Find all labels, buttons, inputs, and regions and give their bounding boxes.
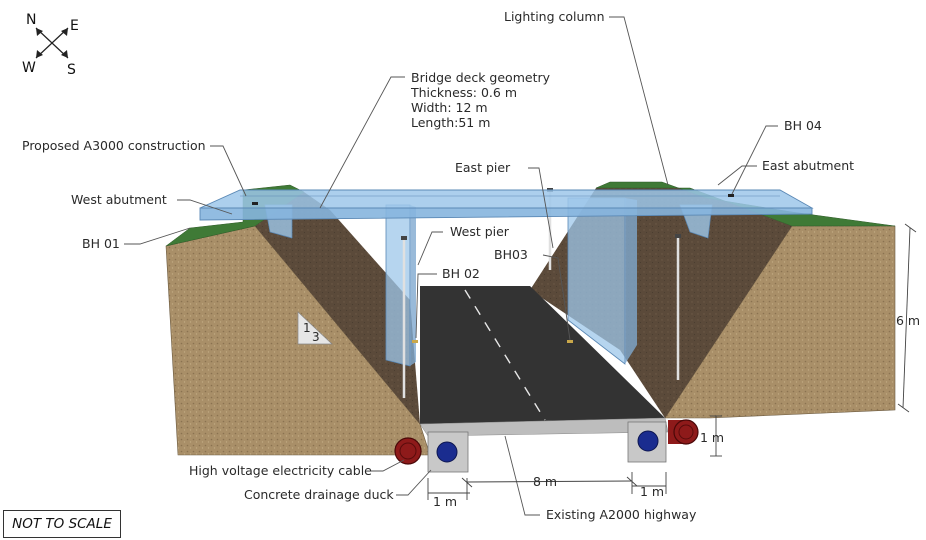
dim-label-8m: 8 m xyxy=(533,474,557,489)
label-bh02: BH 02 xyxy=(442,266,480,281)
existing-highway-surface xyxy=(420,286,665,424)
not-to-scale-note: NOT TO SCALE xyxy=(3,510,121,538)
compass-e: E xyxy=(70,18,79,34)
borehole-markers xyxy=(252,194,734,343)
label-lighting-column: Lighting column xyxy=(504,9,605,24)
east-hv-cable xyxy=(668,419,699,445)
compass-n: N xyxy=(26,12,36,28)
leader-lines xyxy=(124,16,778,516)
highway-centre-line xyxy=(464,289,546,421)
label-deck-width: Width: 12 m xyxy=(411,100,488,115)
label-deck-length: Length:51 m xyxy=(411,115,490,130)
slope-ratio-triangle: 1 3 xyxy=(297,311,333,345)
west-pier xyxy=(385,204,416,367)
label-deck-title: Bridge deck geometry xyxy=(411,70,551,85)
west-hv-cable xyxy=(394,437,422,465)
label-proposed-construction: Proposed A3000 construction xyxy=(22,138,206,153)
east-pier xyxy=(567,197,637,365)
label-east-abutment: East abutment xyxy=(762,158,854,173)
east-drainage-duct xyxy=(627,421,667,463)
slope-ratio-run: 3 xyxy=(312,330,320,344)
bridge-deck xyxy=(199,189,814,221)
dimension-lines xyxy=(427,223,917,500)
label-drainage-duct: Concrete drainage duck xyxy=(244,487,394,502)
label-bh01: BH 01 xyxy=(82,236,120,251)
label-bh04: BH 04 xyxy=(784,118,822,133)
label-hv-cable: High voltage electricity cable xyxy=(189,463,372,478)
west-embankment-slope xyxy=(255,192,420,424)
label-bh03: BH03 xyxy=(494,247,528,262)
dim-label-left-duct-1m: 1 m xyxy=(433,494,457,509)
label-west-pier: West pier xyxy=(450,224,510,239)
label-east-pier: East pier xyxy=(455,160,511,175)
dim-label-6m: 6 m xyxy=(896,313,920,328)
west-drainage-duct xyxy=(427,431,469,473)
label-existing-highway: Existing A2000 highway xyxy=(546,507,697,522)
compass-w: W xyxy=(22,60,36,76)
dim-label-pipe-depth-1m: 1 m xyxy=(700,430,724,445)
compass-s: S xyxy=(67,62,76,78)
annotation-labels: Lighting column Bridge deck geometry Thi… xyxy=(22,9,920,522)
dim-label-right-duct-1m: 1 m xyxy=(640,484,664,499)
compass: N E W S xyxy=(22,12,79,78)
label-west-abutment: West abutment xyxy=(71,192,167,207)
slope-ratio-rise: 1 xyxy=(303,321,311,335)
label-deck-thickness: Thickness: 0.6 m xyxy=(410,85,517,100)
